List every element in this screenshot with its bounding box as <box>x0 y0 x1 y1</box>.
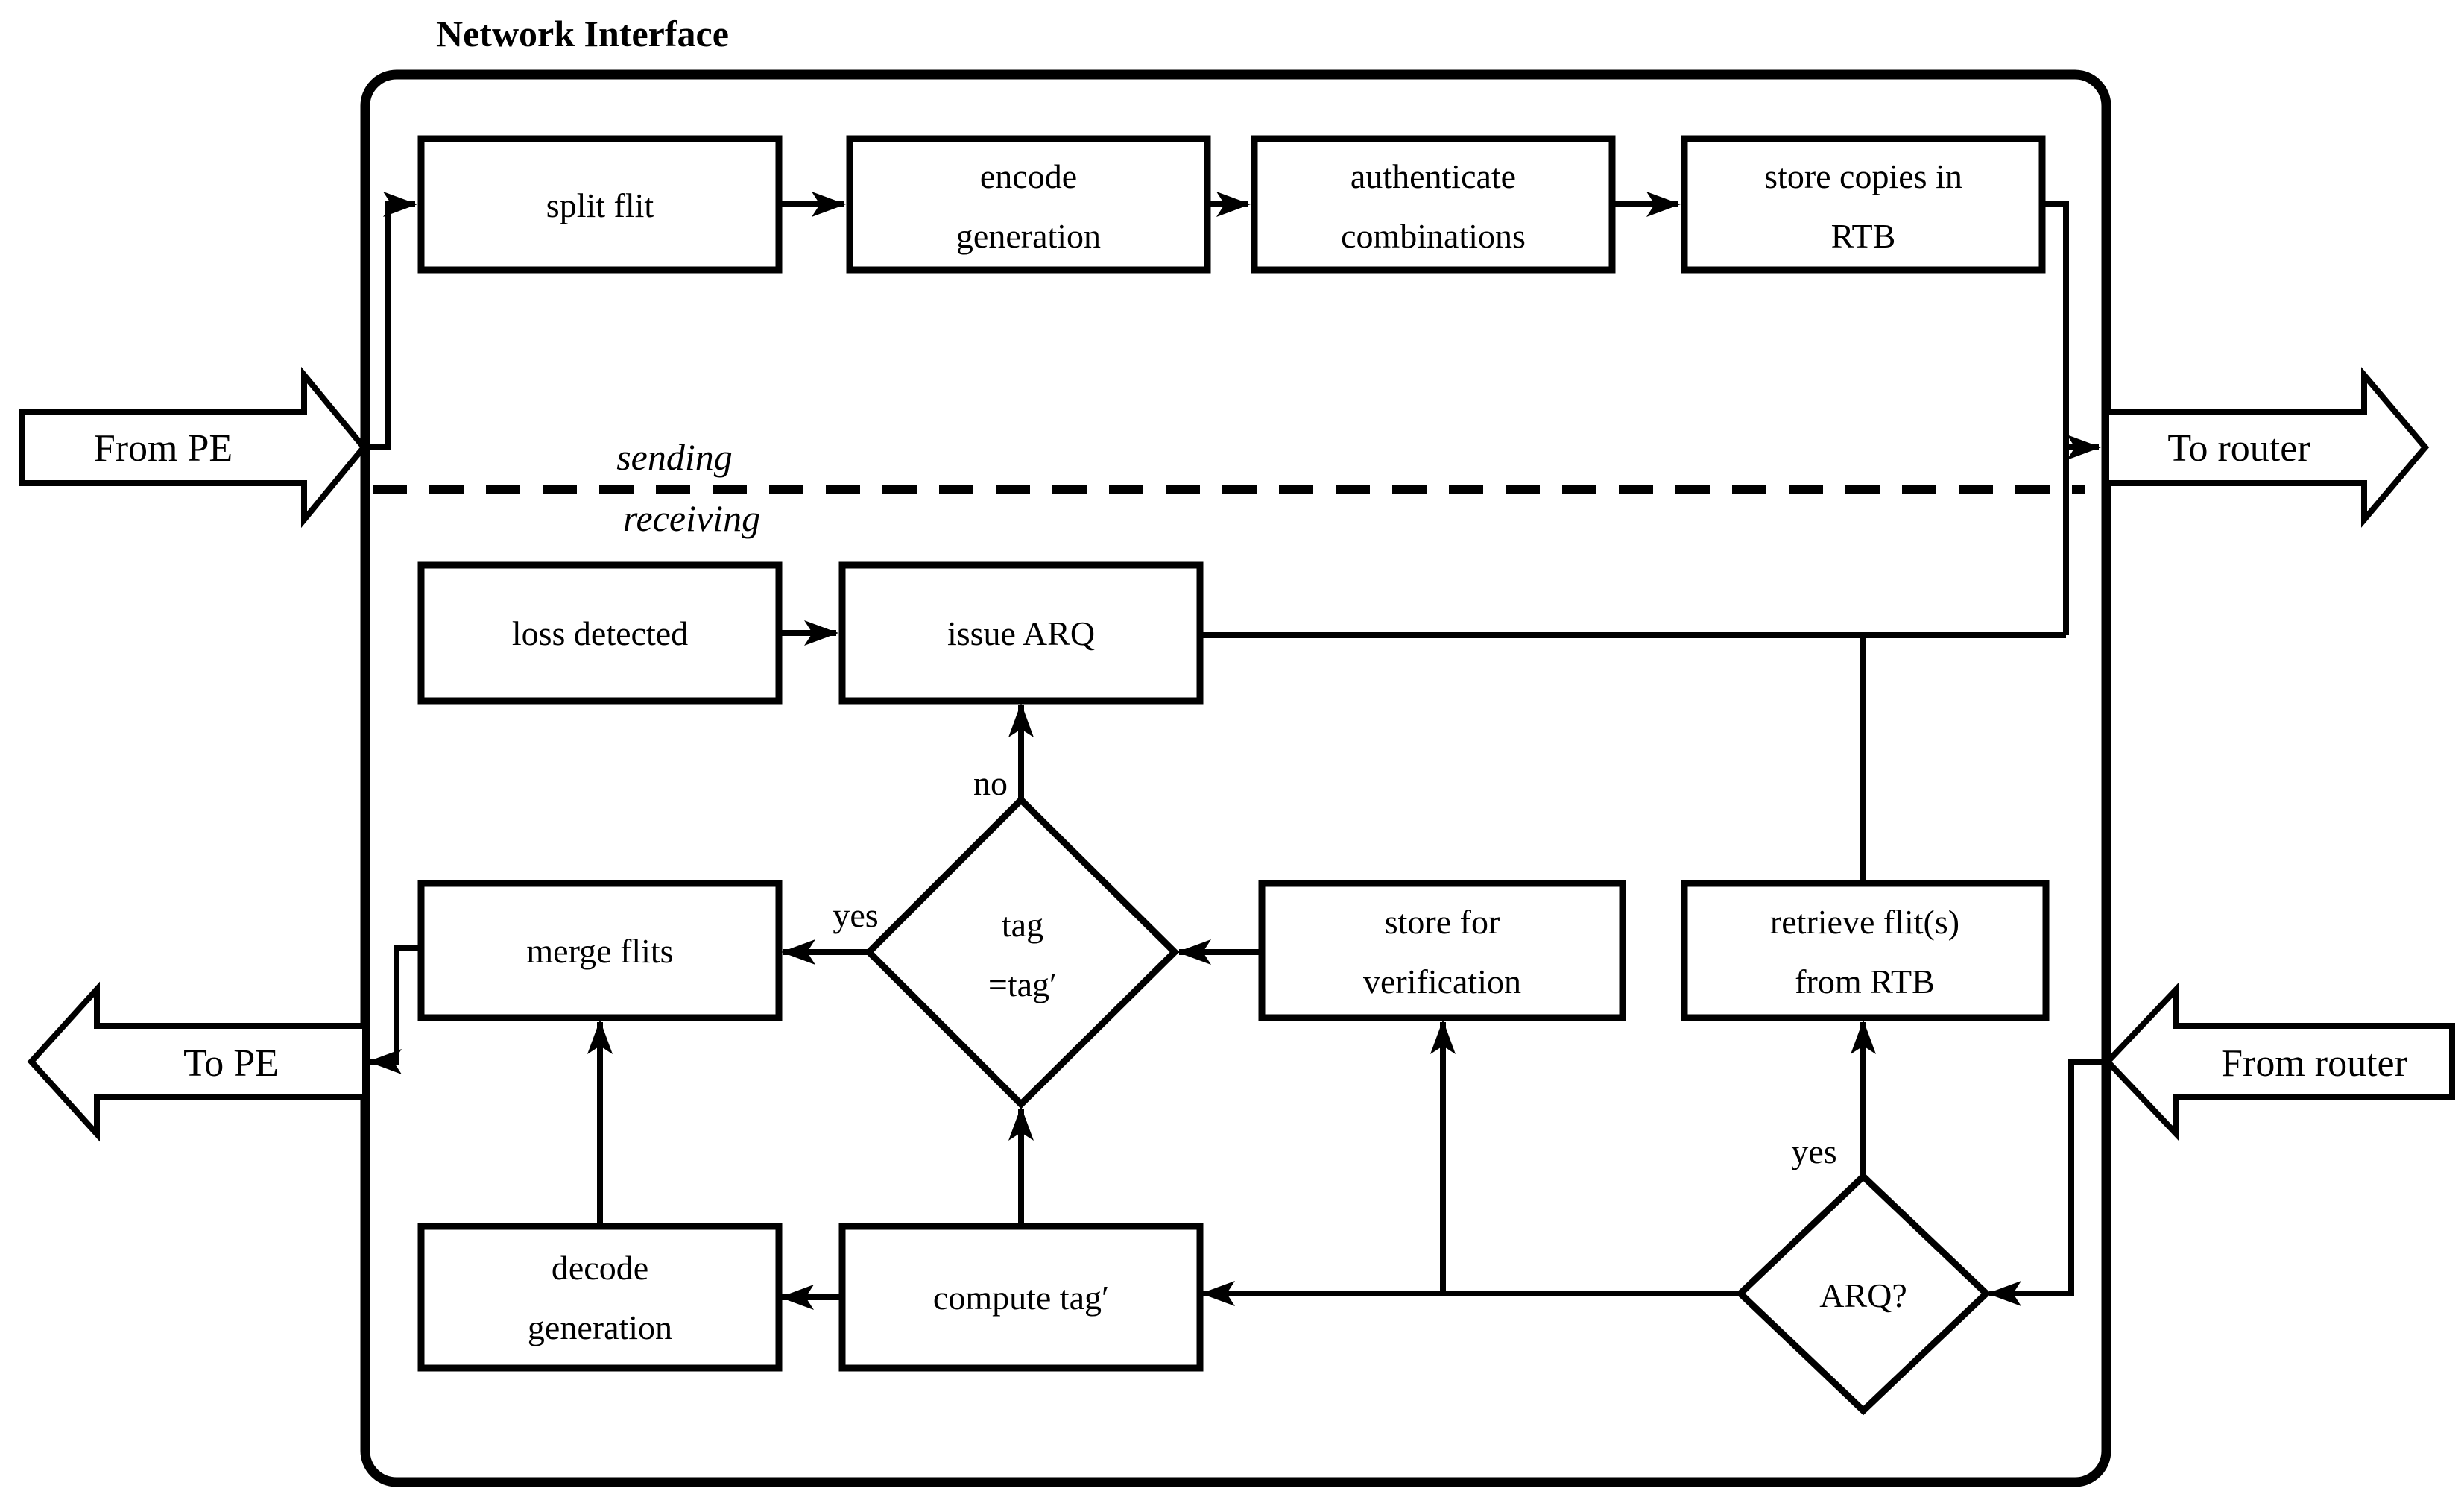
from-router-arrow-icon <box>2103 981 2455 1142</box>
box-retrieve-flits-rtb: retrieve flit(s) from RTB <box>1681 880 2050 1021</box>
port-from-router-label: From router <box>2221 1042 2407 1085</box>
port-to-pe: To PE <box>27 981 368 1142</box>
box-authenticate-combinations-line1: authenticate <box>1351 157 1516 195</box>
decision-arq-shape <box>1735 1171 1991 1416</box>
box-authenticate-combinations-shape <box>1251 135 1616 274</box>
box-store-copies-rtb-line1: store copies in <box>1764 157 1962 195</box>
decision-tag-match-shape <box>864 795 1180 1109</box>
from-pe-arrow-icon <box>19 366 368 529</box>
arrow-from-pe-to-split-flit <box>365 192 417 450</box>
port-to-router: To router <box>2103 367 2430 528</box>
box-authenticate-combinations-line2: combinations <box>1341 217 1526 255</box>
line-store-copies-to-router-bus <box>2042 201 2069 635</box>
box-split-flit-shape <box>417 135 783 274</box>
arq-decision-yes-label: yes <box>1791 1132 1836 1170</box>
box-store-for-verification-line2: verification <box>1363 962 1521 1001</box>
box-authenticate-combinations: authenticate combinations <box>1251 135 1616 274</box>
box-decode-generation: decode generation <box>417 1223 783 1372</box>
box-store-copies-rtb-shape <box>1681 135 2046 274</box>
box-loss-detected-label: loss detected <box>512 614 688 652</box>
box-issue-arq: issue ARQ <box>838 561 1204 705</box>
port-to-router-label: To router <box>2167 427 2310 470</box>
to-router-arrow-icon <box>2103 367 2430 528</box>
decision-tag-match-line2: =tag′ <box>988 965 1057 1003</box>
box-compute-tag: compute tag′ <box>838 1223 1204 1372</box>
box-merge-flits: merge flits <box>417 880 783 1021</box>
box-store-for-verification: store for verification <box>1258 880 1626 1021</box>
box-retrieve-flits-rtb-line1: retrieve flit(s) <box>1770 903 1959 941</box>
arrow-from-router-to-arq-decision <box>1987 1059 2103 1306</box>
box-encode-generation-line2: generation <box>956 217 1101 255</box>
tag-decision-no-label: no <box>973 764 1008 802</box>
box-loss-detected-shape <box>417 561 783 705</box>
decision-tag-match: tag =tag′ <box>864 795 1180 1109</box>
box-compute-tag-shape <box>838 1223 1204 1372</box>
box-compute-tag-label: compute tag′ <box>933 1279 1109 1317</box>
box-store-copies-rtb-line2: RTB <box>1831 217 1896 255</box>
decision-arq-label: ARQ? <box>1819 1276 1907 1314</box>
diagram-title: Network Interface <box>436 13 729 54</box>
box-merge-flits-label: merge flits <box>526 932 673 970</box>
box-decode-generation-line1: decode <box>552 1249 648 1287</box>
box-encode-generation: encode generation <box>846 135 1211 274</box>
network-interface-frame <box>360 69 2111 1487</box>
box-encode-generation-line1: encode <box>980 157 1077 195</box>
arrow-merge-flits-to-pe <box>367 945 421 1074</box>
decision-arq: ARQ? <box>1735 1171 1991 1416</box>
box-split-flit-label: split flit <box>546 186 654 224</box>
box-loss-detected: loss detected <box>417 561 783 705</box>
receiving-region-label: receiving <box>623 497 760 539</box>
decision-tag-match-line1: tag <box>1002 906 1043 944</box>
box-split-flit: split flit <box>417 135 783 274</box>
box-store-for-verification-line1: store for <box>1385 903 1500 941</box>
box-issue-arq-shape <box>838 561 1204 705</box>
box-encode-generation-shape <box>846 135 1211 274</box>
box-retrieve-flits-rtb-line2: from RTB <box>1795 962 1935 1001</box>
tag-decision-yes-label: yes <box>833 896 878 934</box>
box-decode-generation-line2: generation <box>528 1308 672 1346</box>
port-from-pe: From PE <box>19 366 368 529</box>
box-store-copies-rtb: store copies in RTB <box>1681 135 2046 274</box>
box-issue-arq-label: issue ARQ <box>947 614 1095 652</box>
sending-region-label: sending <box>616 436 733 478</box>
port-from-pe-label: From PE <box>94 427 233 470</box>
box-retrieve-flits-rtb-shape <box>1681 880 2050 1021</box>
box-store-for-verification-shape <box>1258 880 1626 1021</box>
port-to-pe-label: To PE <box>183 1042 279 1085</box>
port-from-router: From router <box>2103 981 2455 1142</box>
box-decode-generation-shape <box>417 1223 783 1372</box>
to-pe-arrow-icon <box>27 981 368 1142</box>
box-merge-flits-shape <box>417 880 783 1021</box>
